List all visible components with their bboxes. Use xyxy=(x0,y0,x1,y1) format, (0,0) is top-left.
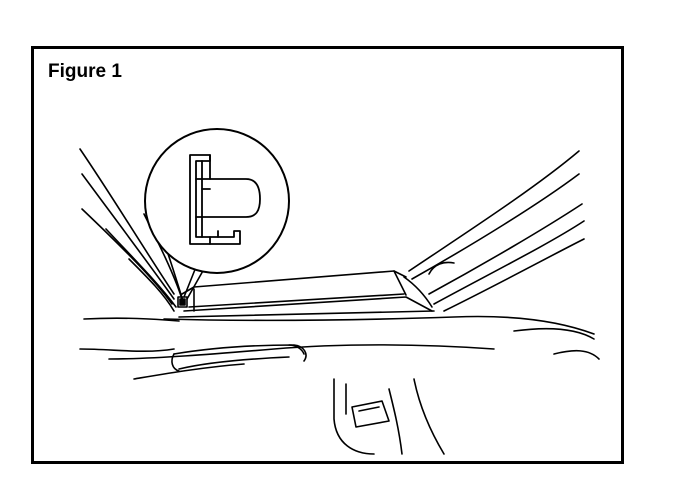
assist-grip xyxy=(171,344,307,372)
detail-callout xyxy=(144,128,290,274)
right-roof-lines xyxy=(408,150,585,312)
clip-location-marker xyxy=(177,296,188,308)
clip-profile-detail xyxy=(189,154,261,245)
headliner-curves xyxy=(79,315,600,380)
figure-title: Figure 1 xyxy=(48,61,122,82)
callout-leader xyxy=(183,266,205,300)
figure-frame: Figure 1 xyxy=(31,46,624,464)
sunroof-illustration xyxy=(79,128,600,455)
sunroof-opening xyxy=(178,270,435,318)
mirror-mount xyxy=(333,378,445,455)
